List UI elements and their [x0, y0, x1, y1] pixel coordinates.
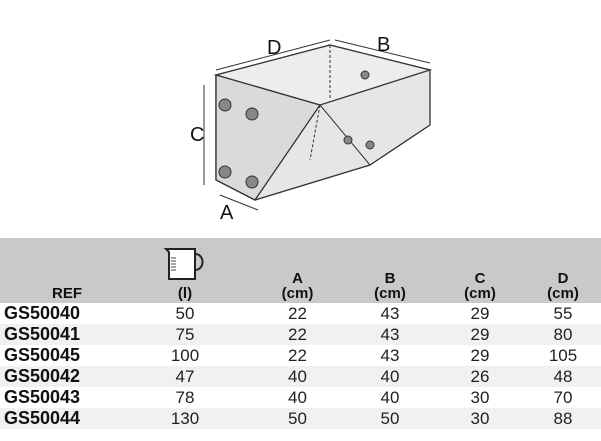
ref-cell: GS50040 [4, 303, 81, 323]
header-label: A [292, 270, 303, 287]
header-label: REF [52, 285, 82, 302]
header-a: A(cm) [250, 238, 345, 303]
header-unit: (cm) [464, 285, 496, 302]
value-cell: 47 [120, 366, 250, 387]
header-d: D(cm) [525, 238, 601, 303]
tank-diagram [180, 30, 440, 225]
header-unit: (cm) [374, 285, 406, 302]
value-cell: 78 [175, 388, 195, 407]
dimension-b-label: B [377, 34, 391, 56]
ref-cell: GS50044 [0, 408, 120, 429]
header-unit: (cm) [547, 285, 579, 302]
header-b: B(cm) [345, 238, 435, 303]
value-cell: 100 [170, 346, 200, 365]
header-label: C [474, 270, 486, 287]
header-unit: (cm) [281, 285, 314, 302]
value-cell: 22 [288, 346, 307, 365]
value-cell: 75 [120, 324, 250, 345]
header-label: (l) [177, 285, 193, 302]
header-label: B [384, 270, 396, 287]
value-cell: 55 [553, 304, 573, 323]
dimension-c-label: C [190, 124, 205, 146]
value-cell: 88 [525, 408, 601, 429]
table-row: GS50043 78 40 40 30 70 [0, 387, 601, 408]
dimension-a-label: A [220, 202, 234, 224]
ref-cell: GS50045 [4, 345, 81, 365]
table-header-row: REF (l) A(cm) B(cm) C(cm) D(cm) [0, 238, 601, 303]
value-cell: 130 [120, 408, 250, 429]
value-cell: 40 [380, 388, 400, 407]
header-label: D [557, 270, 569, 287]
value-cell: 43 [380, 346, 400, 365]
value-cell: 105 [548, 346, 578, 365]
value-cell: 50 [345, 408, 435, 429]
value-cell: 40 [288, 388, 307, 407]
value-cell: 50 [175, 304, 195, 323]
value-cell: 22 [288, 304, 307, 323]
table-row: GS50045 100 22 43 29 105 [0, 345, 601, 366]
measuring-jug-icon [163, 248, 204, 280]
value-cell: 26 [435, 366, 525, 387]
ref-cell: GS50041 [0, 324, 120, 345]
tank-drawing [203, 39, 433, 211]
header-c: C(cm) [435, 238, 525, 303]
table-row: GS50040 50 22 43 29 55 [0, 303, 601, 324]
ref-cell: GS50043 [4, 387, 81, 407]
value-cell: 43 [345, 324, 435, 345]
value-cell: 29 [470, 346, 490, 365]
value-cell: 40 [345, 366, 435, 387]
value-cell: 70 [553, 388, 573, 407]
header-volume: (l) [120, 238, 250, 303]
value-cell: 43 [380, 304, 400, 323]
value-cell: 30 [470, 388, 490, 407]
value-cell: 48 [525, 366, 601, 387]
value-cell: 29 [470, 304, 490, 323]
value-cell: 29 [435, 324, 525, 345]
value-cell: 50 [250, 408, 345, 429]
ref-cell: GS50042 [0, 366, 120, 387]
value-cell: 80 [525, 324, 601, 345]
dimension-d-label: D [267, 37, 282, 59]
value-cell: 22 [250, 324, 345, 345]
value-cell: 30 [435, 408, 525, 429]
value-cell: 40 [250, 366, 345, 387]
header-ref: REF [0, 238, 120, 303]
